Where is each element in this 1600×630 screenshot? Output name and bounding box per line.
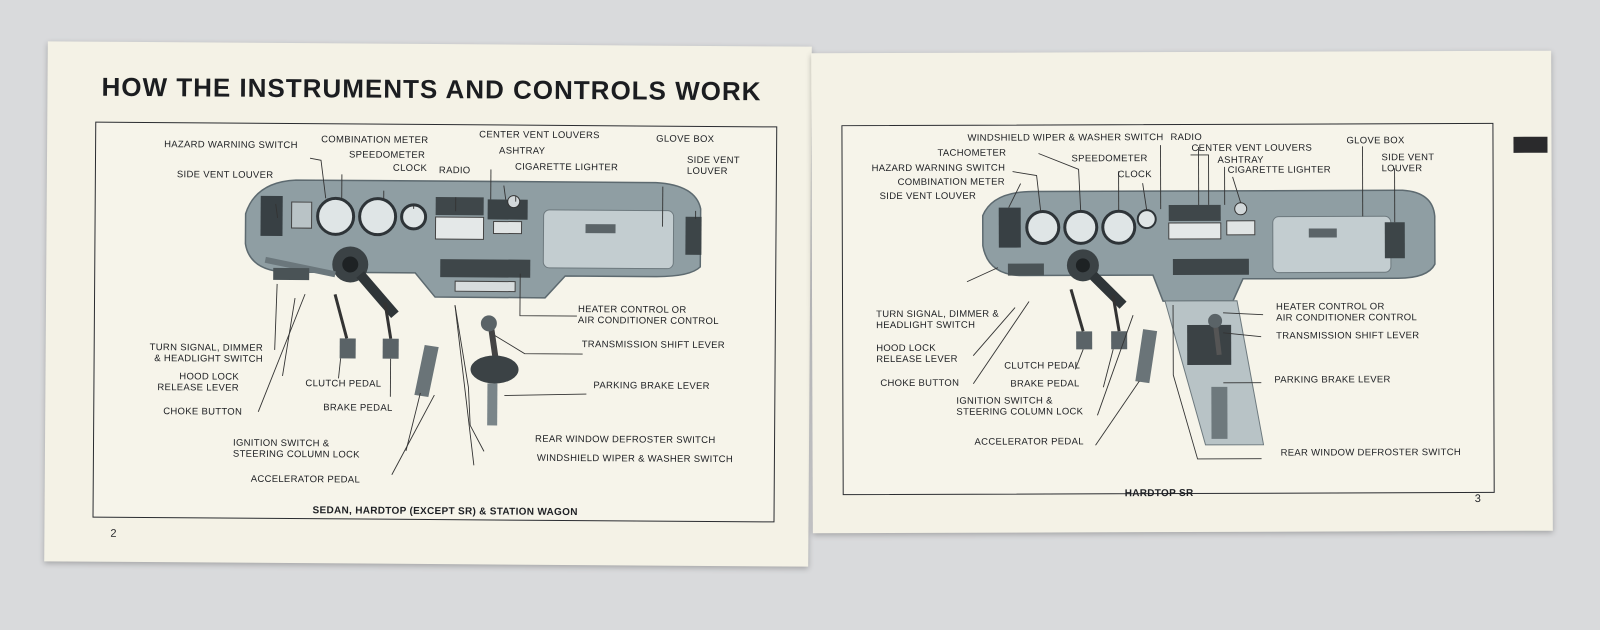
label-choke-button: CHOKE BUTTON	[163, 406, 243, 418]
label-center-vent-louvers: CENTER VENT LOUVERS	[1191, 142, 1313, 154]
label-clutch-pedal: CLUTCH PEDAL	[1004, 360, 1081, 372]
label-heater-control: HEATER CONTROL OR AIR CONDITIONER CONTRO…	[1276, 301, 1418, 324]
label-hood-lock: HOOD LOCK RELEASE LEVER	[157, 371, 240, 394]
right-page: WINDSHIELD WIPER & WASHER SWITCH RADIO G…	[811, 50, 1553, 534]
label-glove-box: GLOVE BOX	[1346, 135, 1405, 147]
diagram-caption-right: HARDTOP SR	[1124, 487, 1194, 500]
label-center-vent-louvers: CENTER VENT LOUVERS	[479, 129, 600, 142]
label-ignition-switch: IGNITION SWITCH & STEERING COLUMN LOCK	[956, 395, 1084, 418]
page-number-left: 2	[110, 527, 117, 540]
label-hazard-warning-switch: HAZARD WARNING SWITCH	[871, 162, 1006, 175]
label-speedometer: SPEEDOMETER	[1071, 153, 1148, 165]
label-hood-lock: HOOD LOCK RELEASE LEVER	[876, 342, 958, 366]
label-ashtray: ASHTRAY	[499, 145, 546, 157]
label-windshield-wiper: WINDSHIELD WIPER & WASHER SWITCH	[967, 132, 1164, 144]
label-parking-brake-lever: PARKING BRAKE LEVER	[1274, 374, 1391, 386]
label-clock: CLOCK	[1117, 169, 1152, 181]
label-rear-window-defroster: REAR WINDOW DEFROSTER SWITCH	[1280, 447, 1462, 459]
label-brake-pedal: BRAKE PEDAL	[323, 402, 393, 414]
label-side-vent-louver-right: SIDE VENT LOUVER	[686, 154, 740, 178]
label-heater-control: HEATER CONTROL OR AIR CONDITIONER CONTRO…	[577, 304, 719, 328]
label-clutch-pedal: CLUTCH PEDAL	[305, 378, 382, 390]
diagram-frame-right	[841, 122, 1495, 496]
label-radio: RADIO	[1170, 131, 1203, 144]
label-tachometer: TACHOMETER	[937, 147, 1007, 159]
label-combination-meter: COMBINATION METER	[321, 134, 429, 146]
label-cigarette-lighter: CIGARETTE LIGHTER	[1227, 164, 1331, 176]
label-brake-pedal: BRAKE PEDAL	[1010, 378, 1080, 390]
label-windshield-wiper: WINDSHIELD WIPER & WASHER SWITCH	[536, 452, 734, 466]
label-turn-signal: TURN SIGNAL, DIMMER & HEADLIGHT SWITCH	[149, 342, 264, 365]
label-glove-box: GLOVE BOX	[656, 133, 715, 145]
label-transmission-shift-lever: TRANSMISSION SHIFT LEVER	[581, 339, 725, 352]
label-hazard-warning-switch: HAZARD WARNING SWITCH	[164, 139, 298, 152]
label-parking-brake-lever: PARKING BRAKE LEVER	[593, 380, 710, 392]
label-side-vent-louver: SIDE VENT LOUVER	[879, 190, 977, 203]
diagram-frame-left	[92, 121, 778, 523]
label-radio: RADIO	[438, 165, 471, 177]
label-side-vent-louver-right: SIDE VENT LOUVER	[1381, 152, 1435, 175]
diagram-caption-left: SEDAN, HARDTOP (EXCEPT SR) & STATION WAG…	[312, 505, 578, 519]
label-combination-meter: COMBINATION METER	[897, 176, 1005, 188]
label-speedometer: SPEEDOMETER	[349, 149, 426, 161]
left-page: HOW THE INSTRUMENTS AND CONTROLS WORK	[44, 41, 812, 567]
label-accelerator-pedal: ACCELERATOR PEDAL	[250, 473, 361, 486]
label-rear-window-defroster: REAR WINDOW DEFROSTER SWITCH	[535, 433, 716, 447]
dashboard-illustration-left	[244, 157, 702, 475]
dashboard-illustration-right	[966, 145, 1436, 460]
label-cigarette-lighter: CIGARETTE LIGHTER	[514, 161, 619, 174]
label-accelerator-pedal: ACCELERATOR PEDAL	[974, 436, 1084, 448]
section-tab-marker	[1513, 136, 1548, 153]
label-transmission-shift-lever: TRANSMISSION SHIFT LEVER	[1276, 330, 1420, 342]
label-turn-signal: TURN SIGNAL, DIMMER & HEADLIGHT SWITCH	[876, 308, 1000, 332]
label-clock: CLOCK	[392, 162, 428, 174]
page-number-right: 3	[1474, 492, 1481, 505]
page-title: HOW THE INSTRUMENTS AND CONTROLS WORK	[101, 71, 762, 107]
label-ignition-switch: IGNITION SWITCH & STEERING COLUMN LOCK	[232, 437, 360, 461]
label-side-vent-louver: SIDE VENT LOUVER	[176, 169, 274, 181]
label-choke-button: CHOKE BUTTON	[880, 377, 960, 390]
